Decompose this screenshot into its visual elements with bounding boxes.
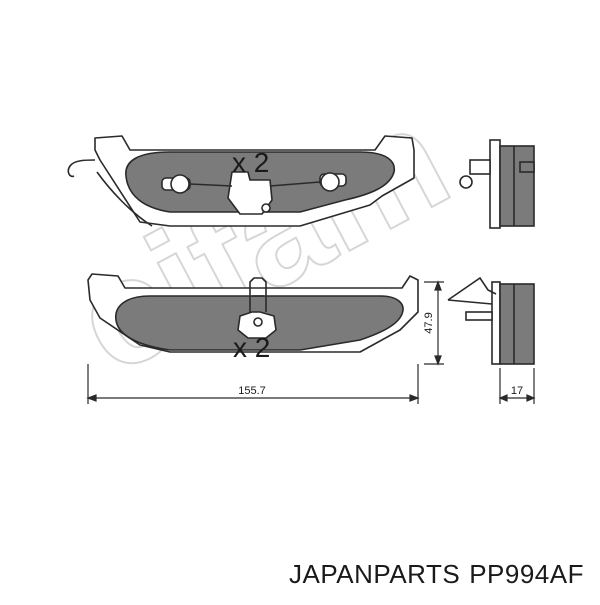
- bottom-side-pin: [465, 311, 493, 321]
- dimension-width: [86, 364, 420, 404]
- part-number: PP994AF: [469, 559, 584, 589]
- bottom-mount-hole: [253, 317, 263, 327]
- dimension-thickness-label: 17: [511, 385, 523, 397]
- top-pad-side-view: [459, 139, 535, 229]
- bottom-side-backing: [491, 281, 501, 365]
- dimension-width-label: 155.7: [238, 385, 266, 397]
- top-channel-right: [269, 181, 321, 187]
- bottom-quantity-label: x 2: [233, 332, 270, 363]
- bottom-pad-front-view: [87, 273, 419, 353]
- top-channel-left: [189, 183, 233, 187]
- bottom-side-friction: [499, 283, 535, 365]
- top-pad-front-view: [67, 135, 415, 227]
- bottom-pad-side-view: [447, 276, 535, 365]
- top-side-pin: [459, 175, 473, 189]
- part-caption: JAPANPARTS PP994AF: [289, 559, 584, 590]
- top-side-clip: [469, 159, 491, 175]
- bottom-spring: [249, 277, 267, 312]
- dimension-height-label: 47.9: [423, 312, 435, 333]
- top-side-friction: [499, 145, 535, 227]
- brand-name: JAPANPARTS: [289, 559, 461, 589]
- top-mount-hole: [261, 203, 271, 213]
- top-rivet-right: [320, 172, 340, 192]
- top-side-chamfer: [519, 161, 535, 173]
- top-quantity-label: x 2: [232, 147, 269, 178]
- top-center-mount: [227, 171, 273, 215]
- bottom-side-spring-arm: [447, 299, 493, 305]
- top-wire-clip: [67, 159, 153, 227]
- dimension-height: [424, 280, 444, 366]
- dimension-thickness: [498, 368, 536, 404]
- top-rivet-left: [170, 174, 190, 194]
- top-side-backing: [489, 139, 501, 229]
- bottom-side-spring: [447, 276, 497, 301]
